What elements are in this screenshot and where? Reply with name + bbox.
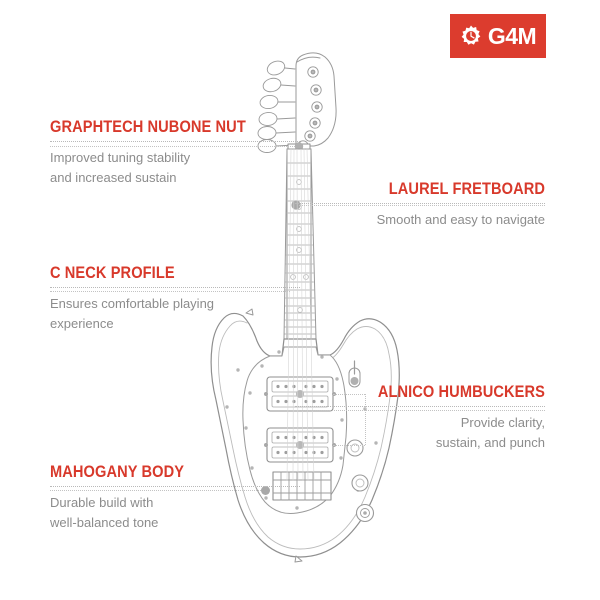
leader-line-humbuckers [300,410,545,411]
leader-line-fretboard [299,205,545,206]
callout-description: Smooth and easy to navigate [376,211,545,227]
leader-line-humbucker-bridge [333,445,365,446]
leader-line-neck [50,291,290,292]
callout-description: Provide clarity, sustain, and punch [435,414,545,450]
callout-graphtech-nubone-nut: GRAPHTECH NUBONE NUT Improved tuning sta… [50,118,300,188]
callout-c-neck-profile: C NECK PROFILE Ensures comfortable playi… [50,264,300,334]
callout-divider [295,202,545,204]
logo-text: G4M [487,22,537,49]
callout-divider [50,286,300,288]
callout-description: Durable build with well-balanced tone [50,494,159,530]
leader-line-body [50,490,265,491]
callout-mahogany-body: MAHOGANY BODY Durable build with well-ba… [50,463,300,533]
callout-alnico-humbuckers: ALNICO HUMBUCKERS Provide clarity, susta… [295,383,545,453]
g4m-logo[interactable]: G4M [450,14,546,58]
leader-line-humbucker-bracket [365,394,366,445]
leader-line-nut [50,146,295,147]
callout-laurel-fretboard: LAUREL FRETBOARD Smooth and easy to navi… [295,180,545,230]
callout-divider [295,405,545,407]
callout-description: Improved tuning stability and increased … [50,149,191,185]
gear-icon [461,25,481,45]
callout-title: ALNICO HUMBUCKERS [377,382,545,401]
callout-divider [50,485,300,487]
callout-divider [50,140,300,142]
callout-title: C NECK PROFILE [50,263,175,282]
callout-title: MAHOGANY BODY [50,462,185,481]
callout-description: Ensures comfortable playing experience [50,295,215,331]
callout-title: LAUREL FRETBOARD [388,179,545,198]
leader-line-humbucker-neck [333,394,365,395]
leader-dot-body [261,486,270,495]
callout-title: GRAPHTECH NUBONE NUT [50,117,246,136]
